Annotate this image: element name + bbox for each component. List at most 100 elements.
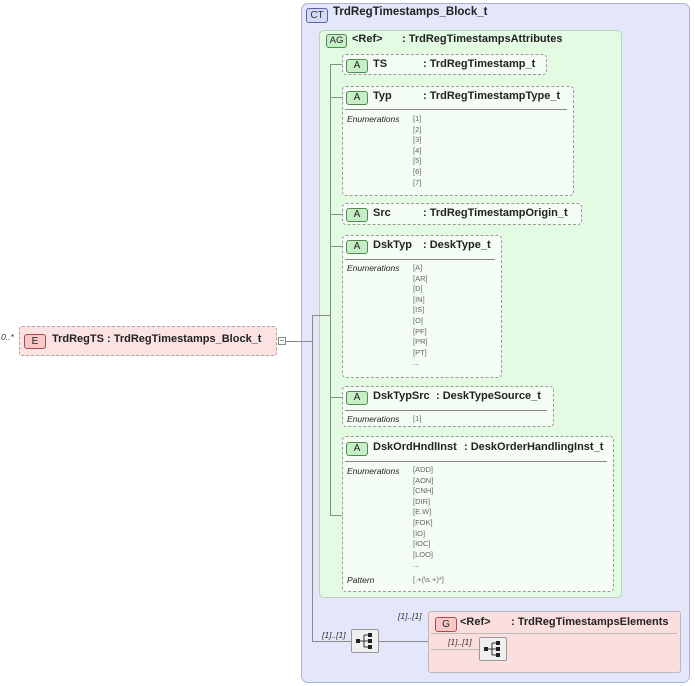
attribute-connector [330, 97, 342, 98]
enumerations-label: Enumerations [347, 414, 400, 424]
element-name: TrdRegTS [52, 333, 104, 345]
attribute-type: : DeskType_t [423, 239, 491, 251]
sequence-connector [312, 641, 351, 642]
group-box[interactable] [428, 611, 681, 673]
divider [345, 259, 495, 260]
enumeration-value: [3] [413, 135, 422, 145]
group-type: : TrdRegTimestampsElements [511, 616, 669, 628]
attribute-group-type: : TrdRegTimestampsAttributes [402, 33, 563, 45]
enumeration-list: [1] [413, 414, 421, 425]
attribute-typ[interactable] [342, 86, 574, 196]
attribute-name: DskTyp [373, 239, 412, 251]
divider [345, 461, 607, 462]
group-ref: <Ref> [460, 616, 491, 628]
attribute-name: DskTypSrc [373, 390, 430, 402]
attribute-badge: A [346, 91, 368, 105]
element-occurrence: 0..* [1, 332, 14, 342]
enumeration-value: [IO] [413, 528, 426, 538]
complex-type-name: TrdRegTimestamps_Block_t [333, 6, 488, 18]
pattern-label: Pattern [347, 575, 375, 585]
attribute-badge: A [346, 391, 368, 405]
main-connector-trunk [312, 315, 313, 641]
attribute-name: TS [373, 58, 388, 70]
group-inner-connector [431, 649, 479, 650]
attribute-connector [330, 64, 342, 65]
enumeration-value: [PT] [413, 347, 427, 357]
enumeration-value: [2] [413, 124, 422, 134]
sequence-icon [356, 633, 372, 649]
attribute-dsktypsrc[interactable] [342, 386, 554, 427]
attribute-ts[interactable] [342, 54, 547, 75]
root-element-box[interactable] [19, 326, 277, 356]
attribute-group-ref: <Ref> [352, 33, 383, 45]
enumeration-value: [7] [413, 177, 422, 187]
enumeration-value: [LOO] [413, 549, 434, 559]
enumeration-value: [E.W] [413, 507, 432, 517]
divider [431, 633, 677, 634]
enumerations-label: Enumerations [347, 466, 400, 476]
attribute-type: : TrdRegTimestamp_t [423, 58, 536, 70]
enumeration-value: [6] [413, 166, 422, 176]
attribute-src[interactable] [342, 203, 582, 225]
group-inner-occurrence: [1]..[1] [448, 637, 472, 647]
enumeration-value: [IS] [413, 305, 425, 315]
attribute-type: : TrdRegTimestampOrigin_t [423, 207, 568, 219]
group-sequence-compositor[interactable] [479, 637, 507, 661]
attribute-connector [330, 515, 342, 516]
attribute-name: DskOrdHndlInst [373, 441, 457, 453]
enumeration-value: [O] [413, 315, 424, 325]
enumerations-label: Enumerations [347, 263, 400, 273]
attribute-connector [330, 246, 342, 247]
element-type: : TrdRegTimestamps_Block_t [107, 333, 262, 345]
enumerations-label: Enumerations [347, 114, 400, 124]
collapse-toggle-icon[interactable]: − [278, 336, 286, 345]
enumeration-value: [FOK] [413, 517, 433, 527]
attribute-connector [330, 214, 342, 215]
enumeration-value: [5] [413, 156, 422, 166]
attribute-type: : DeskOrderHandlingInst_t [464, 441, 604, 453]
enumeration-value: [1] [413, 114, 422, 123]
sequence-occurrence: [1]..[1] [322, 630, 346, 640]
attribute-group-badge: AG [326, 34, 347, 48]
attribute-connector [330, 397, 342, 398]
enumeration-value: [D] [413, 284, 423, 294]
group-occurrence: [1]..[1] [398, 611, 422, 621]
attribute-dsktyp[interactable] [342, 235, 502, 378]
attribute-badge: A [346, 59, 368, 73]
enumeration-value: [IOC] [413, 539, 431, 549]
divider [345, 109, 567, 110]
attribute-badge: A [346, 442, 368, 456]
enumeration-value: [DIR] [413, 496, 431, 506]
enumeration-value: ... [413, 560, 420, 570]
enumeration-value: [CNH] [413, 486, 434, 496]
group-connector [379, 641, 428, 642]
enumeration-value: [AR] [413, 273, 428, 283]
enumeration-list: [1] [2] [3] [4] [5] [6] [7] [413, 114, 421, 188]
sequence-compositor[interactable] [351, 629, 379, 653]
attribute-type: : TrdRegTimestampType_t [423, 90, 561, 102]
attribute-connector-trunk [330, 64, 331, 515]
attribute-dskordhndlinst[interactable] [342, 436, 614, 592]
complex-type-badge: CT [306, 8, 328, 23]
root-element-label: TrdRegTS : TrdRegTimestamps_Block_t [52, 333, 261, 345]
enumeration-list: [ADD] [AON] [CNH] [DIR] [E.W] [FOK] [IO]… [413, 465, 433, 571]
divider [345, 410, 547, 411]
enumeration-value: [1] [413, 414, 422, 423]
enumeration-value: [4] [413, 145, 422, 155]
attribute-name: Typ [373, 90, 392, 102]
group-badge: G [435, 617, 457, 632]
enumeration-value: [IN] [413, 294, 425, 304]
attribute-type: : DeskTypeSource_t [436, 390, 541, 402]
enumeration-value: [AON] [413, 475, 434, 485]
enumeration-value: ... [413, 358, 420, 368]
sequence-icon [484, 641, 500, 657]
enumeration-list: [A] [AR] [D] [IN] [IS] [O] [PF] [PR] [PT… [413, 263, 428, 369]
pattern-value: [.+(\s.+)*] [413, 575, 444, 584]
element-connector [286, 341, 312, 342]
enumeration-value: [PR] [413, 337, 428, 347]
enumeration-value: [PF] [413, 326, 427, 336]
enumeration-value: [A] [413, 263, 423, 272]
attribute-group-connector [312, 315, 330, 316]
attribute-badge: A [346, 240, 368, 254]
enumeration-value: [ADD] [413, 465, 434, 474]
